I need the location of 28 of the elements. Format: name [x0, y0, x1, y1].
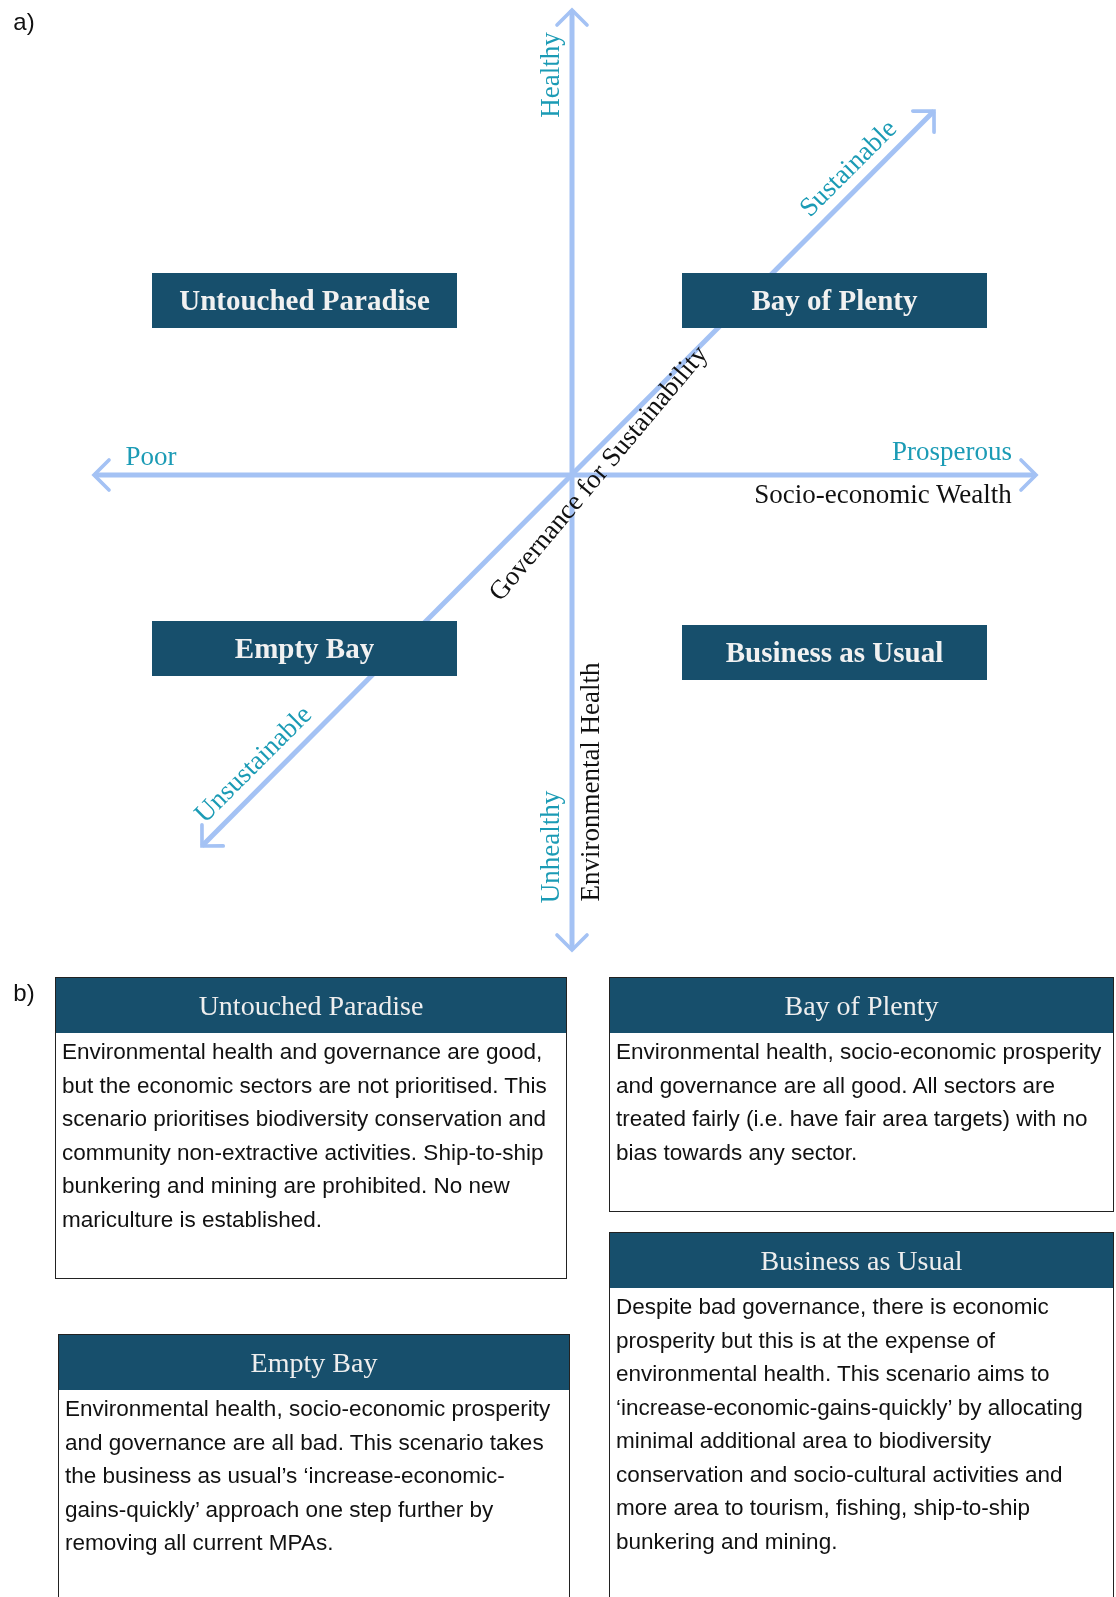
axis-end-label: Poor [125, 440, 177, 472]
axis-title: Environmental Health [574, 662, 606, 902]
scenario-title: Empty Bay [234, 632, 375, 665]
card-description: Despite bad governance, there is economic prosperity but this is at the expense of environmental health. This scenario aims to ‘increase-economic-gains-quickly’ by allocating minimal additional area to biodiversity conservation and socio-cultural activities and more area to tourism, fishing, ship-to-ship bunkering and mining. [615, 1293, 1084, 1556]
scenario-title: Untouched Paradise [179, 284, 430, 317]
scenario-card [55, 977, 567, 1279]
panel-label: b) [13, 979, 35, 1007]
axis-end-label: Unhealthy [534, 790, 566, 904]
scenario-box [152, 273, 457, 328]
scenario-title: Business as Usual [725, 636, 944, 669]
card-heading: Bay of Plenty [610, 978, 1113, 1033]
card-description: Environmental health, socio-economic prosperity and governance are all good. All sectors are treated fairly (i.e. have fair area targets) with no bias towards any sector. [615, 1038, 1103, 1167]
card-heading: Untouched Paradise [56, 978, 566, 1033]
scenario-card [58, 1334, 570, 1597]
scenario-card [609, 977, 1114, 1212]
card-heading: Business as Usual [610, 1233, 1113, 1288]
axis-end-label: Prosperous [892, 435, 1012, 467]
scenario-title: Bay of Plenty [751, 284, 918, 317]
scenario-box [682, 625, 987, 680]
card-description: Environmental health and governance are good, but the economic sectors are not prioritised. This scenario prioritises biodiversity conservation and community non-extractive activities. Ship-to-ship bunkering and mining are prohibited. No new mariculture is established. [61, 1038, 548, 1234]
card-heading: Empty Bay [59, 1335, 569, 1390]
panel-label: a) [13, 8, 35, 36]
scenario-box [152, 621, 457, 676]
card-description: Environmental health, socio-economic prosperity and governance are all bad. This scenario takes the business as usual’s ‘increase-economic-gains-quickly’ approach one step further by removing all current MPAs. [64, 1395, 552, 1557]
scenario-card [609, 1232, 1114, 1597]
axis-title: Socio-economic Wealth [754, 478, 1012, 510]
scenario-box [682, 273, 987, 328]
axis-end-label: Healthy [534, 32, 566, 118]
